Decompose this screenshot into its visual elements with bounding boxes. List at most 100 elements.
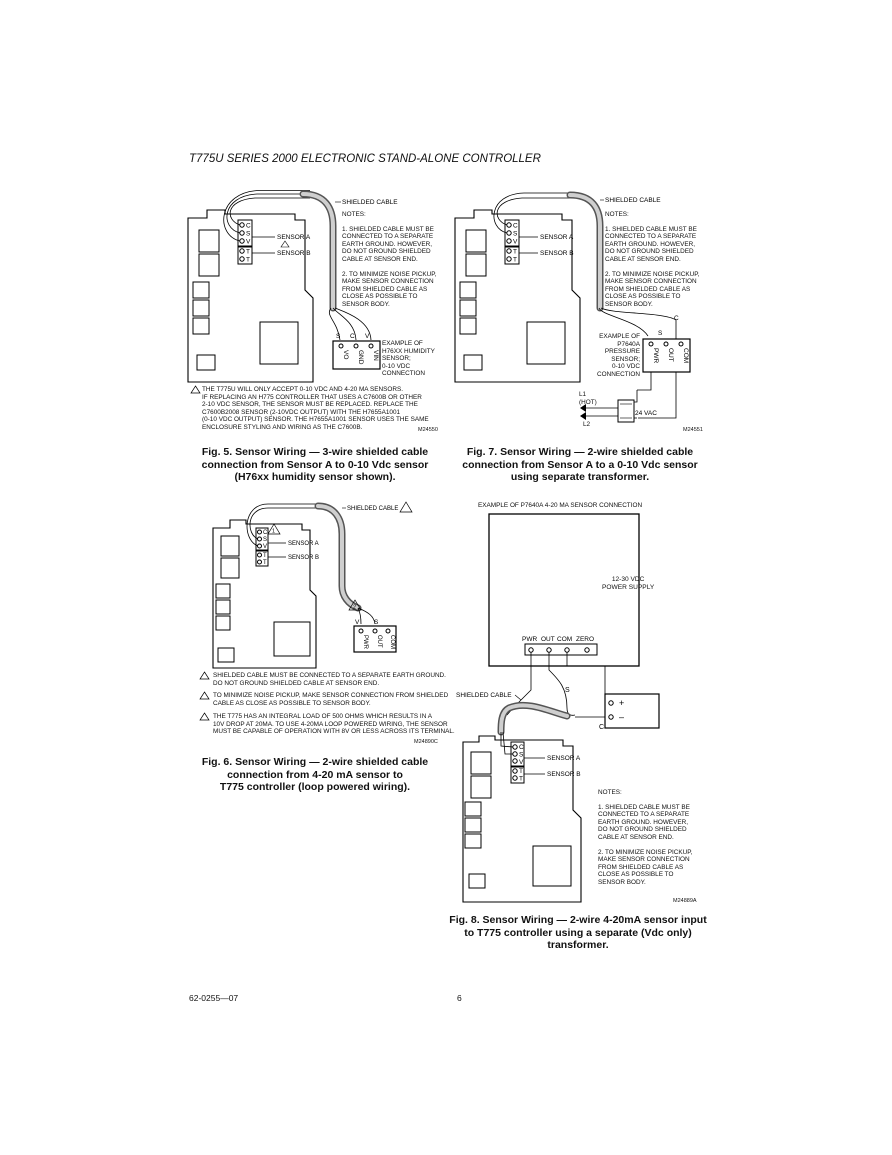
fig6-note1-line: SHIELDED CABLE MUST BE CONNECTED TO A SE…: [213, 672, 446, 679]
fig6-note1-line: DO NOT GROUND SHIELDED CABLE AT SENSOR E…: [213, 679, 380, 687]
fig6-wire-v: V: [355, 619, 360, 626]
fig7-term-v: V: [513, 239, 518, 246]
fig5-code: M24550: [418, 427, 438, 433]
fig8-note1-line: DO NOT GROUND SHIELDED: [598, 826, 687, 834]
fig7-note2-line: FROM SHIELDED CABLE AS: [605, 285, 691, 293]
fig7-note1-line: EARTH GROUND. HOWEVER,: [605, 240, 696, 248]
fig5-notes: NOTES: 1. SHIELDED CABLE MUST BE CONNECT…: [342, 211, 436, 309]
fig5-wire-c: C: [350, 333, 355, 340]
fig5-wire-v: V: [365, 333, 370, 340]
fig6-caption: Fig. 6. Sensor Wiring — 2-wire shielded …: [187, 756, 443, 794]
fig5-warning-line: C7600B2008 SENSOR (2-10VDC OUTPUT) WITH …: [202, 408, 401, 416]
fig5-example-line: H76XX HUMIDITY: [382, 347, 435, 355]
fig5-shielded-cable-label: SHIELDED CABLE: [342, 199, 398, 206]
fig8-term-out: OUT: [541, 636, 555, 643]
fig6-code: M24890C: [414, 739, 438, 745]
fig6-term-v: V: [263, 544, 267, 550]
footer-page-number: 6: [457, 993, 462, 1003]
fig6-warn-2: 2: [353, 605, 356, 611]
fig7-example-line: 0-10 VDC: [611, 363, 640, 371]
fig6-shielded-cable-label: SHIELDED CABLE: [347, 506, 398, 512]
fig7-sensor-term-com: COM: [682, 348, 689, 363]
fig8-term-zero: ZERO: [576, 636, 594, 643]
fig8-note1-line: CONNECTED TO A SEPARATE: [598, 811, 690, 819]
fig8-note1-line: EARTH GROUND. HOWEVER,: [598, 818, 689, 826]
fig7-term-t1: T: [513, 249, 517, 256]
fig5-note1-line: CABLE AT SENSOR END.: [342, 255, 418, 263]
fig5-note2-line: FROM SHIELDED CABLE AS: [342, 285, 428, 293]
fig7-note1-line: CONNECTED TO A SEPARATE: [605, 233, 697, 241]
fig8-board-term-t2: T: [519, 776, 523, 783]
fig5-sensor-b: SENSOR B: [277, 250, 311, 257]
fig7-sensor-term-pwr: PWR: [652, 348, 659, 363]
fig7-shielded-cable-label: SHIELDED CABLE: [605, 197, 661, 204]
fig5-sensor-term-gnd: GND: [357, 350, 364, 365]
fig5-sensor-term-vo: VO: [342, 350, 349, 359]
warning-triangle-icon: [199, 712, 210, 721]
fig7-l1-line: L1: [579, 391, 587, 398]
fig8-note1-line: CABLE AT SENSOR END.: [598, 833, 674, 841]
fig6-sensor-a: SENSOR A: [288, 541, 319, 547]
fig7-wire-c: C: [674, 315, 679, 322]
fig5-example-line: CONNECTION: [382, 370, 425, 378]
fig8-sensor-a: SENSOR A: [547, 755, 581, 762]
fig5-term-t1: T: [246, 249, 250, 256]
footer-doc-number: 62-0255—07: [189, 993, 239, 1003]
fig6-term-t1: T: [263, 553, 267, 559]
fig8-note2-line: MAKE SENSOR CONNECTION: [598, 856, 690, 864]
fig5-warning-line: ENCLOSURE STYLING AND WIRING AS THE C760…: [202, 423, 363, 431]
fig8-note2-line: SENSOR BODY.: [598, 878, 646, 886]
fig8-power-supply-label: 12-30 VDC POWER SUPPLY: [602, 576, 654, 591]
fig8-shielded-cable-label: SHIELDED CABLE: [456, 692, 512, 699]
fig5-sensor-term-vin: VIN: [372, 350, 379, 361]
fig8-s-label: S: [565, 687, 570, 694]
fig8-diagram: PWR OUT COM ZERO S + – C SHIELDED CABLE …: [456, 513, 660, 903]
fig5-warning-line: IF REPLACING AN H775 CONTROLLER THAT USE…: [202, 393, 422, 401]
warning-triangle-icon: [190, 385, 201, 394]
fig7-l1-line: (HOT): [579, 398, 597, 406]
fig8-caption: Fig. 8. Sensor Wiring — 2-wire 4-20mA se…: [447, 914, 709, 952]
fig7-sensor-b: SENSOR B: [540, 250, 574, 257]
fig6-term-c: C: [263, 530, 268, 536]
fig8-c-label: C: [599, 724, 604, 731]
fig5-note2-line: CLOSE AS POSSIBLE TO: [342, 293, 418, 301]
fig5-warning-line: (0-10 VDC OUTPUT) SENSOR. THE H7655A1001…: [202, 416, 429, 424]
fig5-note1-line: EARTH GROUND. HOWEVER,: [342, 240, 433, 248]
fig7-note2-line: MAKE SENSOR CONNECTION: [605, 278, 697, 286]
fig7-sensor-a: SENSOR A: [540, 234, 574, 241]
fig6-sensor-term-com: COM: [389, 635, 395, 649]
fig8-minus: –: [619, 712, 624, 722]
fig7-note1-line: DO NOT GROUND SHIELDED: [605, 248, 694, 256]
fig8-board-term-c: C: [519, 744, 524, 751]
fig5-wire-s: S: [336, 333, 341, 340]
fig5-note1-line: CONNECTED TO A SEPARATE: [342, 233, 434, 241]
fig5-example-line: 0-10 VDC: [382, 362, 411, 370]
fig5-note2-line: SENSOR BODY.: [342, 300, 390, 308]
fig7-wire-s: S: [658, 330, 663, 337]
fig7-diagram: C S V T T SENSOR A SENSOR B SHIELDED CAB…: [454, 191, 691, 423]
fig8-note1-line: 1. SHIELDED CABLE MUST BE: [598, 803, 690, 811]
fig7-note2-line: CLOSE AS POSSIBLE TO: [605, 293, 681, 301]
fig6-note3-line: MUST BE CAPABLE OF OPERATION WITH 8V OR …: [213, 728, 455, 736]
fig6-note-1: SHIELDED CABLE MUST BE CONNECTED TO A SE…: [213, 672, 446, 687]
fig5-diagram: C S V T T SENSOR A SENSOR B SHIELDED CAB…: [187, 190, 398, 383]
fig7-caption-line: connection from Sensor A to a 0-10 Vdc s…: [462, 458, 698, 471]
fig5-example-line: EXAMPLE OF: [382, 340, 423, 347]
fig8-note2-line: FROM SHIELDED CABLE AS: [598, 863, 684, 871]
fig8-sensor-b: SENSOR B: [547, 771, 581, 778]
fig6-note-2: TO MINIMIZE NOISE PICKUP, MAKE SENSOR CO…: [213, 692, 448, 707]
fig7-sensor-term-out: OUT: [667, 348, 674, 362]
fig5-example-label: EXAMPLE OF H76XX HUMIDITY SENSOR; 0-10 V…: [382, 340, 435, 378]
fig5-warning: THE T775U WILL ONLY ACCEPT 0-10 VDC AND …: [202, 386, 429, 432]
fig7-term-t2: T: [513, 257, 517, 264]
fig5-note1-line: DO NOT GROUND SHIELDED: [342, 248, 431, 256]
fig6-warn-1: 1: [272, 529, 275, 535]
fig8-notes-title: NOTES:: [598, 789, 622, 796]
fig7-code: M24551: [683, 427, 703, 433]
fig5-note2-line: 2. TO MINIMIZE NOISE PICKUP,: [342, 270, 437, 278]
fig5-term-s: S: [246, 231, 251, 238]
fig8-plus: +: [619, 698, 624, 708]
fig8-supply-line: POWER SUPPLY: [602, 583, 655, 591]
fig7-note2-line: 2. TO MINIMIZE NOISE PICKUP,: [605, 270, 700, 278]
fig5-term-v: V: [246, 239, 251, 246]
